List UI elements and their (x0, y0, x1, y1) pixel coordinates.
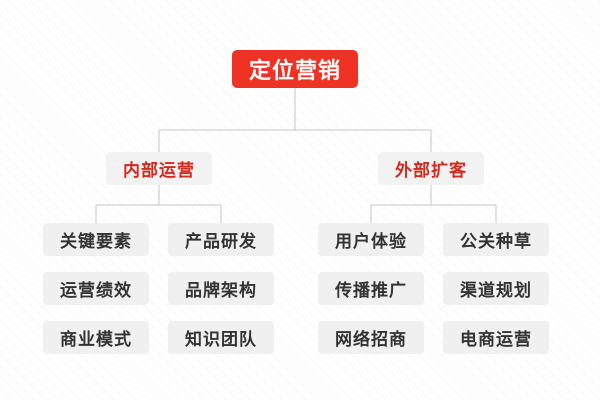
leaf-node[interactable]: 电商运营 (443, 321, 549, 354)
leaf-node[interactable]: 关键要素 (43, 223, 149, 256)
leaf-node[interactable]: 产品研发 (168, 223, 274, 256)
leaf-node[interactable]: 用户体验 (318, 223, 424, 256)
root-node[interactable]: 定位营销 (232, 50, 358, 88)
leaf-node[interactable]: 运营绩效 (43, 272, 149, 305)
leaf-node[interactable]: 知识团队 (168, 321, 274, 354)
leaf-node[interactable]: 公关种草 (443, 223, 549, 256)
leaf-node[interactable]: 品牌架构 (168, 272, 274, 305)
branch-node-external-expansion[interactable]: 外部扩客 (378, 152, 484, 185)
leaf-node[interactable]: 网络招商 (318, 321, 424, 354)
leaf-node[interactable]: 渠道规划 (443, 272, 549, 305)
leaf-node[interactable]: 商业模式 (43, 321, 149, 354)
leaf-node[interactable]: 传播推广 (318, 272, 424, 305)
branch-node-internal-operations[interactable]: 内部运营 (106, 152, 212, 185)
